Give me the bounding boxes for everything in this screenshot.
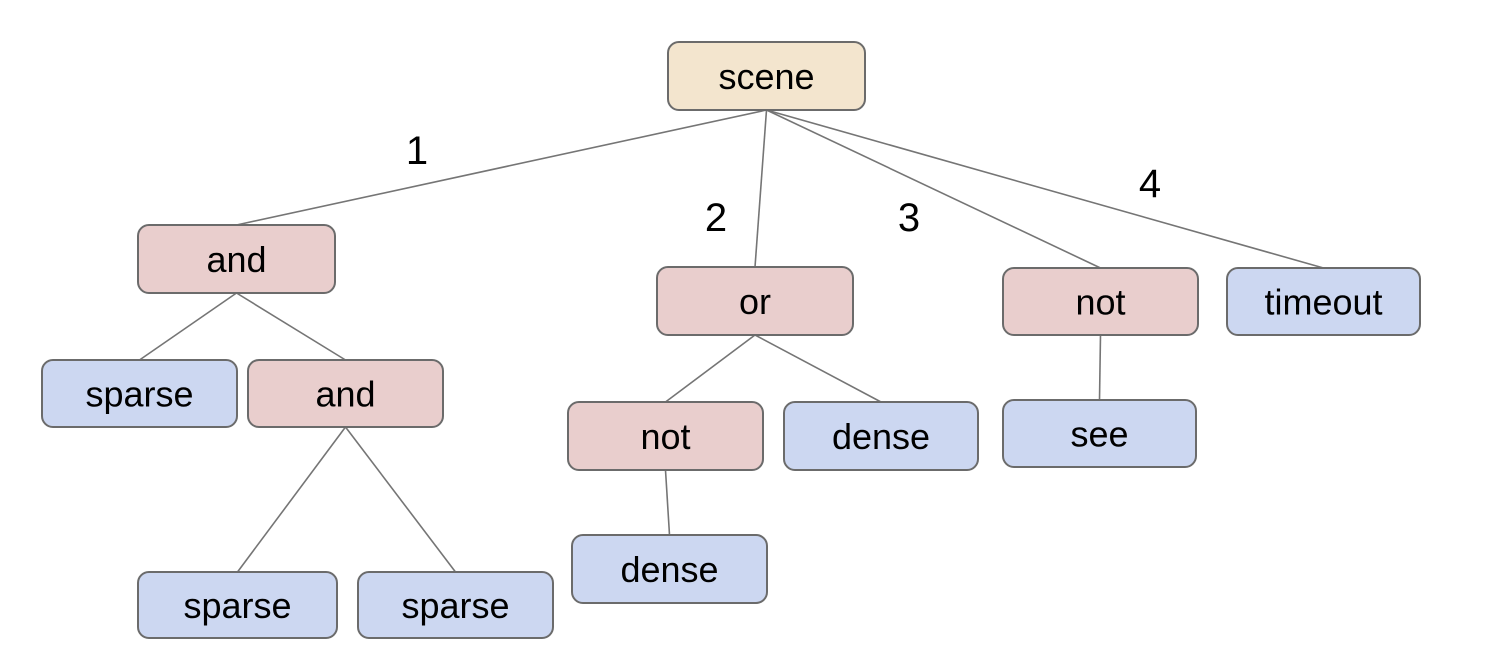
tree-edge-scene-and-1 [236,109,767,226]
node-label: see [1070,414,1128,455]
tree-node-see-1[interactable]: see [1002,399,1197,468]
tree-node-or-1[interactable]: or [656,266,854,336]
nodes-layer: scene and or not timeout sparse and not dense see… [41,41,1421,639]
node-label: sparse [85,374,193,415]
node-label: not [1075,282,1125,323]
tree-edge-or-1-not-2 [665,334,756,403]
edge-label-3: 3 [898,196,920,240]
tree-node-sparse-1[interactable]: sparse [41,359,238,428]
tree-edge-or-1-dense-1 [754,334,882,403]
tree-node-scene[interactable]: scene [667,41,866,111]
node-label: sparse [183,585,291,626]
node-label: not [640,416,690,457]
tree-edge-and-1-sparse-1 [139,292,237,361]
node-box-operator[interactable] [137,224,336,294]
node-box-operator[interactable] [1002,267,1199,336]
node-box-operator[interactable] [247,359,444,428]
edge-label-4: 4 [1139,162,1161,206]
node-label: sparse [401,585,509,626]
node-box-operator[interactable] [656,266,854,336]
tree-edge-not-1-see-1 [1098,334,1102,401]
node-label: and [315,374,375,415]
tree-edge-and-2-sparse-3 [344,426,457,573]
edge-label-2: 2 [705,196,727,240]
node-box-leaf[interactable] [571,534,768,604]
node-box-leaf[interactable] [357,571,554,639]
tree-node-dense-2[interactable]: dense [571,534,768,604]
tree-edge-not-2-dense-2 [664,469,671,536]
tree-node-and-2[interactable]: and [247,359,444,428]
tree-node-sparse-3[interactable]: sparse [357,571,554,639]
edge-label-1: 1 [406,129,428,173]
tree-edge-scene-not-1 [766,109,1101,269]
edges-layer [139,109,1324,573]
tree-node-sparse-2[interactable]: sparse [137,571,338,639]
node-box-leaf[interactable] [1002,399,1197,468]
node-label: dense [620,549,718,590]
tree-node-timeout-1[interactable]: timeout [1226,267,1421,336]
node-box-leaf[interactable] [137,571,338,639]
node-label: or [739,281,771,322]
node-box-root[interactable] [667,41,866,111]
tree-edge-scene-or-1 [754,109,768,268]
node-label: and [206,239,266,280]
tree-node-not-2[interactable]: not [567,401,764,471]
tree-node-not-1[interactable]: not [1002,267,1199,336]
node-box-leaf[interactable] [41,359,238,428]
node-box-leaf[interactable] [1226,267,1421,336]
tree-edge-scene-timeout-1 [766,109,1324,269]
tree-edge-and-1-and-2 [236,292,346,361]
node-label: scene [718,56,814,97]
node-box-leaf[interactable] [783,401,979,471]
tree-node-and-1[interactable]: and [137,224,336,294]
tree-node-dense-1[interactable]: dense [783,401,979,471]
edge-labels-layer: 1 2 3 4 [406,129,1161,240]
node-box-operator[interactable] [567,401,764,471]
tree-edge-and-2-sparse-2 [236,426,347,573]
node-label: timeout [1264,282,1382,323]
node-label: dense [832,416,930,457]
